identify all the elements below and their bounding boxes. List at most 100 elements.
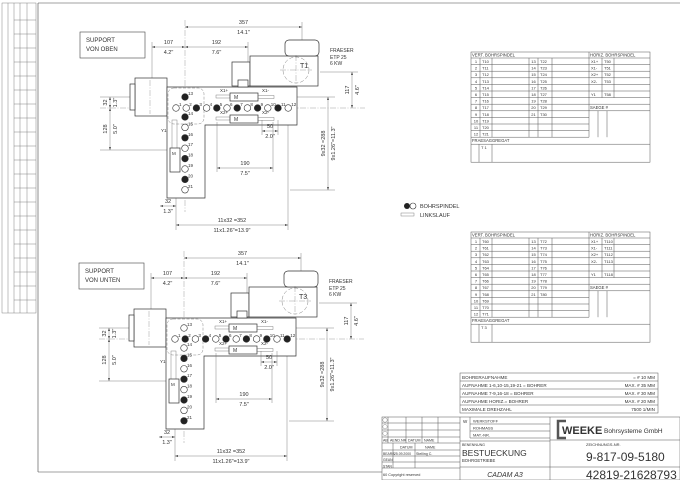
spindle-12 bbox=[284, 104, 292, 112]
axis-label: X2- bbox=[262, 110, 270, 115]
dimension-value: 357 bbox=[239, 20, 248, 26]
spindle-no: 13 bbox=[531, 59, 536, 64]
tool-no: T80 bbox=[540, 292, 548, 297]
dimension-value: 32 bbox=[164, 430, 170, 436]
axis-no: X1- bbox=[591, 66, 598, 71]
material-label: WERKSTOFF bbox=[473, 419, 499, 424]
axis-no: X2+ bbox=[591, 72, 599, 77]
tool-no: T61 bbox=[482, 246, 490, 251]
spindle-number: 15 bbox=[187, 352, 193, 357]
spindle-no: 2 bbox=[475, 66, 478, 71]
spindle-no: 8 bbox=[475, 285, 478, 290]
spindle-no: 2 bbox=[475, 246, 478, 251]
spindle-no: 18 bbox=[531, 92, 536, 97]
dimension-value-inch: 1.3" bbox=[112, 329, 118, 339]
cutter-motor-cap bbox=[284, 39, 320, 57]
spindle-number: 2 bbox=[188, 333, 191, 338]
spindle-no: 9 bbox=[475, 292, 478, 297]
cutter-label: FRAESER bbox=[329, 279, 353, 285]
spec-label: AUFNAHME 7-9,16-18 = BOHRER bbox=[462, 391, 534, 396]
left-motor-flange bbox=[129, 83, 136, 111]
tool-no: T23 bbox=[540, 66, 548, 71]
revision-strip bbox=[1, 2, 37, 314]
spindle-number: 17 bbox=[187, 373, 193, 378]
tool-no: T18 bbox=[482, 112, 490, 117]
spindle-number: 14 bbox=[187, 342, 193, 347]
tool-no: T65 bbox=[482, 272, 490, 277]
left-motor-flange bbox=[128, 314, 135, 342]
dimension-value-inch: 9x1.26"=11.3" bbox=[331, 126, 337, 160]
spindle-13-left-rotation bbox=[181, 93, 189, 101]
spindle-number: 7 bbox=[240, 102, 243, 107]
specs-frame bbox=[459, 372, 659, 414]
tool-no: T76 bbox=[540, 265, 548, 270]
spindle-21-left-rotation bbox=[180, 417, 188, 425]
spindle-21 bbox=[181, 186, 189, 194]
spindle-number: 8 bbox=[250, 102, 253, 107]
tool-no: T22 bbox=[540, 59, 548, 64]
spindle-number: 5 bbox=[220, 102, 223, 107]
spindle-no: 3 bbox=[475, 72, 478, 77]
spindle-14 bbox=[180, 344, 188, 352]
spindle-8 bbox=[243, 104, 251, 112]
row-name: Stelling C. bbox=[416, 452, 432, 456]
axis-label: X1- bbox=[261, 319, 269, 324]
spindle-no: 15 bbox=[531, 252, 536, 257]
table-header: HORIZ. BOHRSPINDEL bbox=[590, 53, 636, 58]
spindle-no: 7 bbox=[475, 99, 478, 104]
gear-head-body bbox=[165, 317, 297, 430]
spindle-7-left-rotation bbox=[233, 104, 241, 112]
cutter-motor bbox=[248, 286, 318, 318]
tool-no: T29 bbox=[540, 105, 548, 110]
benennung-label: BENENNUNG bbox=[462, 443, 485, 447]
mill-header: FRAESAGGREGAT bbox=[472, 138, 510, 143]
spindle-15 bbox=[181, 123, 189, 131]
spindle-no: 15 bbox=[531, 72, 536, 77]
revision-marker bbox=[382, 430, 388, 436]
dimension-value-inch: 7.6" bbox=[211, 281, 221, 287]
spindle-number: 10 bbox=[271, 102, 277, 107]
tool-no: T50 bbox=[604, 59, 612, 64]
spindle-number: 7 bbox=[239, 333, 242, 338]
dimension-value: 190 bbox=[239, 392, 248, 398]
tool-no: T75 bbox=[540, 259, 548, 264]
tool-no: T13 bbox=[482, 79, 490, 84]
tool-no: T17 bbox=[482, 105, 490, 110]
spindle-number: 9 bbox=[261, 102, 264, 107]
tool-no: T12 bbox=[482, 72, 490, 77]
spindle-no: 21 bbox=[531, 292, 536, 297]
dimension-value: 32 bbox=[103, 99, 109, 105]
revision-header: AB bbox=[383, 439, 388, 443]
spec-label: AUFNAHME HORIZ.= BOHRER bbox=[462, 399, 529, 404]
axis-no: Y1 bbox=[591, 92, 597, 97]
cutter-label: ETP 25 bbox=[329, 286, 346, 292]
left-motor bbox=[134, 77, 168, 117]
spindle-open-icon bbox=[409, 202, 417, 210]
spindle-no: 11 bbox=[474, 125, 479, 130]
spindle-number: 3 bbox=[199, 102, 202, 107]
motor-label: T1 bbox=[300, 63, 308, 70]
gear-head-body bbox=[166, 86, 298, 199]
motor-label: T3 bbox=[299, 294, 307, 301]
tool-no: T15 bbox=[482, 92, 490, 97]
tool-no: T111 bbox=[604, 246, 613, 251]
spindle-no: 16 bbox=[531, 79, 536, 84]
tool-no: T63 bbox=[482, 259, 490, 264]
drawing-title: BESTUECKUNG bbox=[462, 448, 527, 458]
table-frame bbox=[470, 51, 651, 163]
axis-label: X2- bbox=[261, 341, 269, 346]
axis-label: X1+ bbox=[219, 319, 228, 324]
left-rotation-bar bbox=[257, 95, 275, 99]
spindle-number: 9 bbox=[260, 333, 263, 338]
dimension-value: 128 bbox=[102, 355, 108, 364]
motor-mark: M bbox=[172, 151, 176, 156]
dimension-value: 32 bbox=[165, 199, 171, 205]
